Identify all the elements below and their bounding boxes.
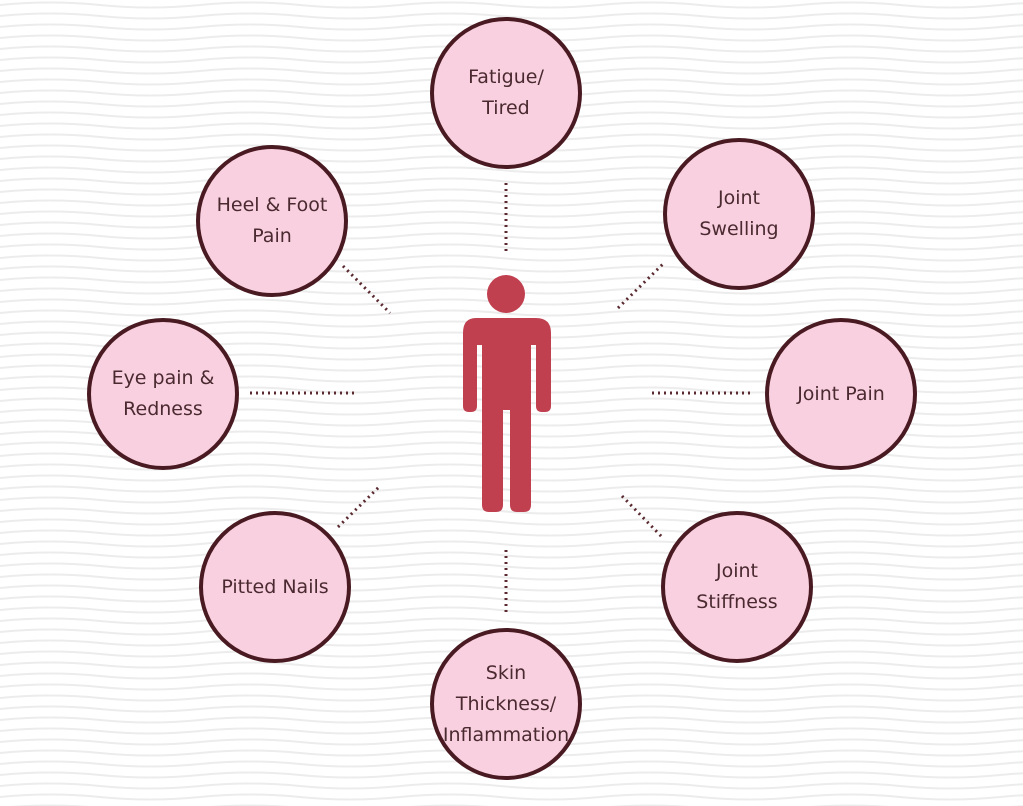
symptom-fatigue: Fatigue/ Tired bbox=[430, 17, 582, 169]
symptom-eye-pain: Eye pain & Redness bbox=[87, 318, 239, 470]
symptom-heel-foot-pain: Heel & Foot Pain bbox=[196, 145, 348, 297]
person-icon bbox=[463, 275, 551, 512]
symptom-joint-swelling: Joint Swelling bbox=[663, 138, 815, 290]
symptom-pitted-nails: Pitted Nails bbox=[199, 511, 351, 663]
symptom-joint-pain: Joint Pain bbox=[765, 318, 917, 470]
connector-swelling bbox=[616, 260, 667, 310]
connector-nails bbox=[336, 484, 382, 529]
symptom-joint-stiffness: Joint Stiffness bbox=[661, 511, 813, 663]
connector-heel bbox=[341, 264, 392, 315]
symptom-skin-thickness: Skin Thickness/ Inflammation bbox=[430, 628, 582, 780]
